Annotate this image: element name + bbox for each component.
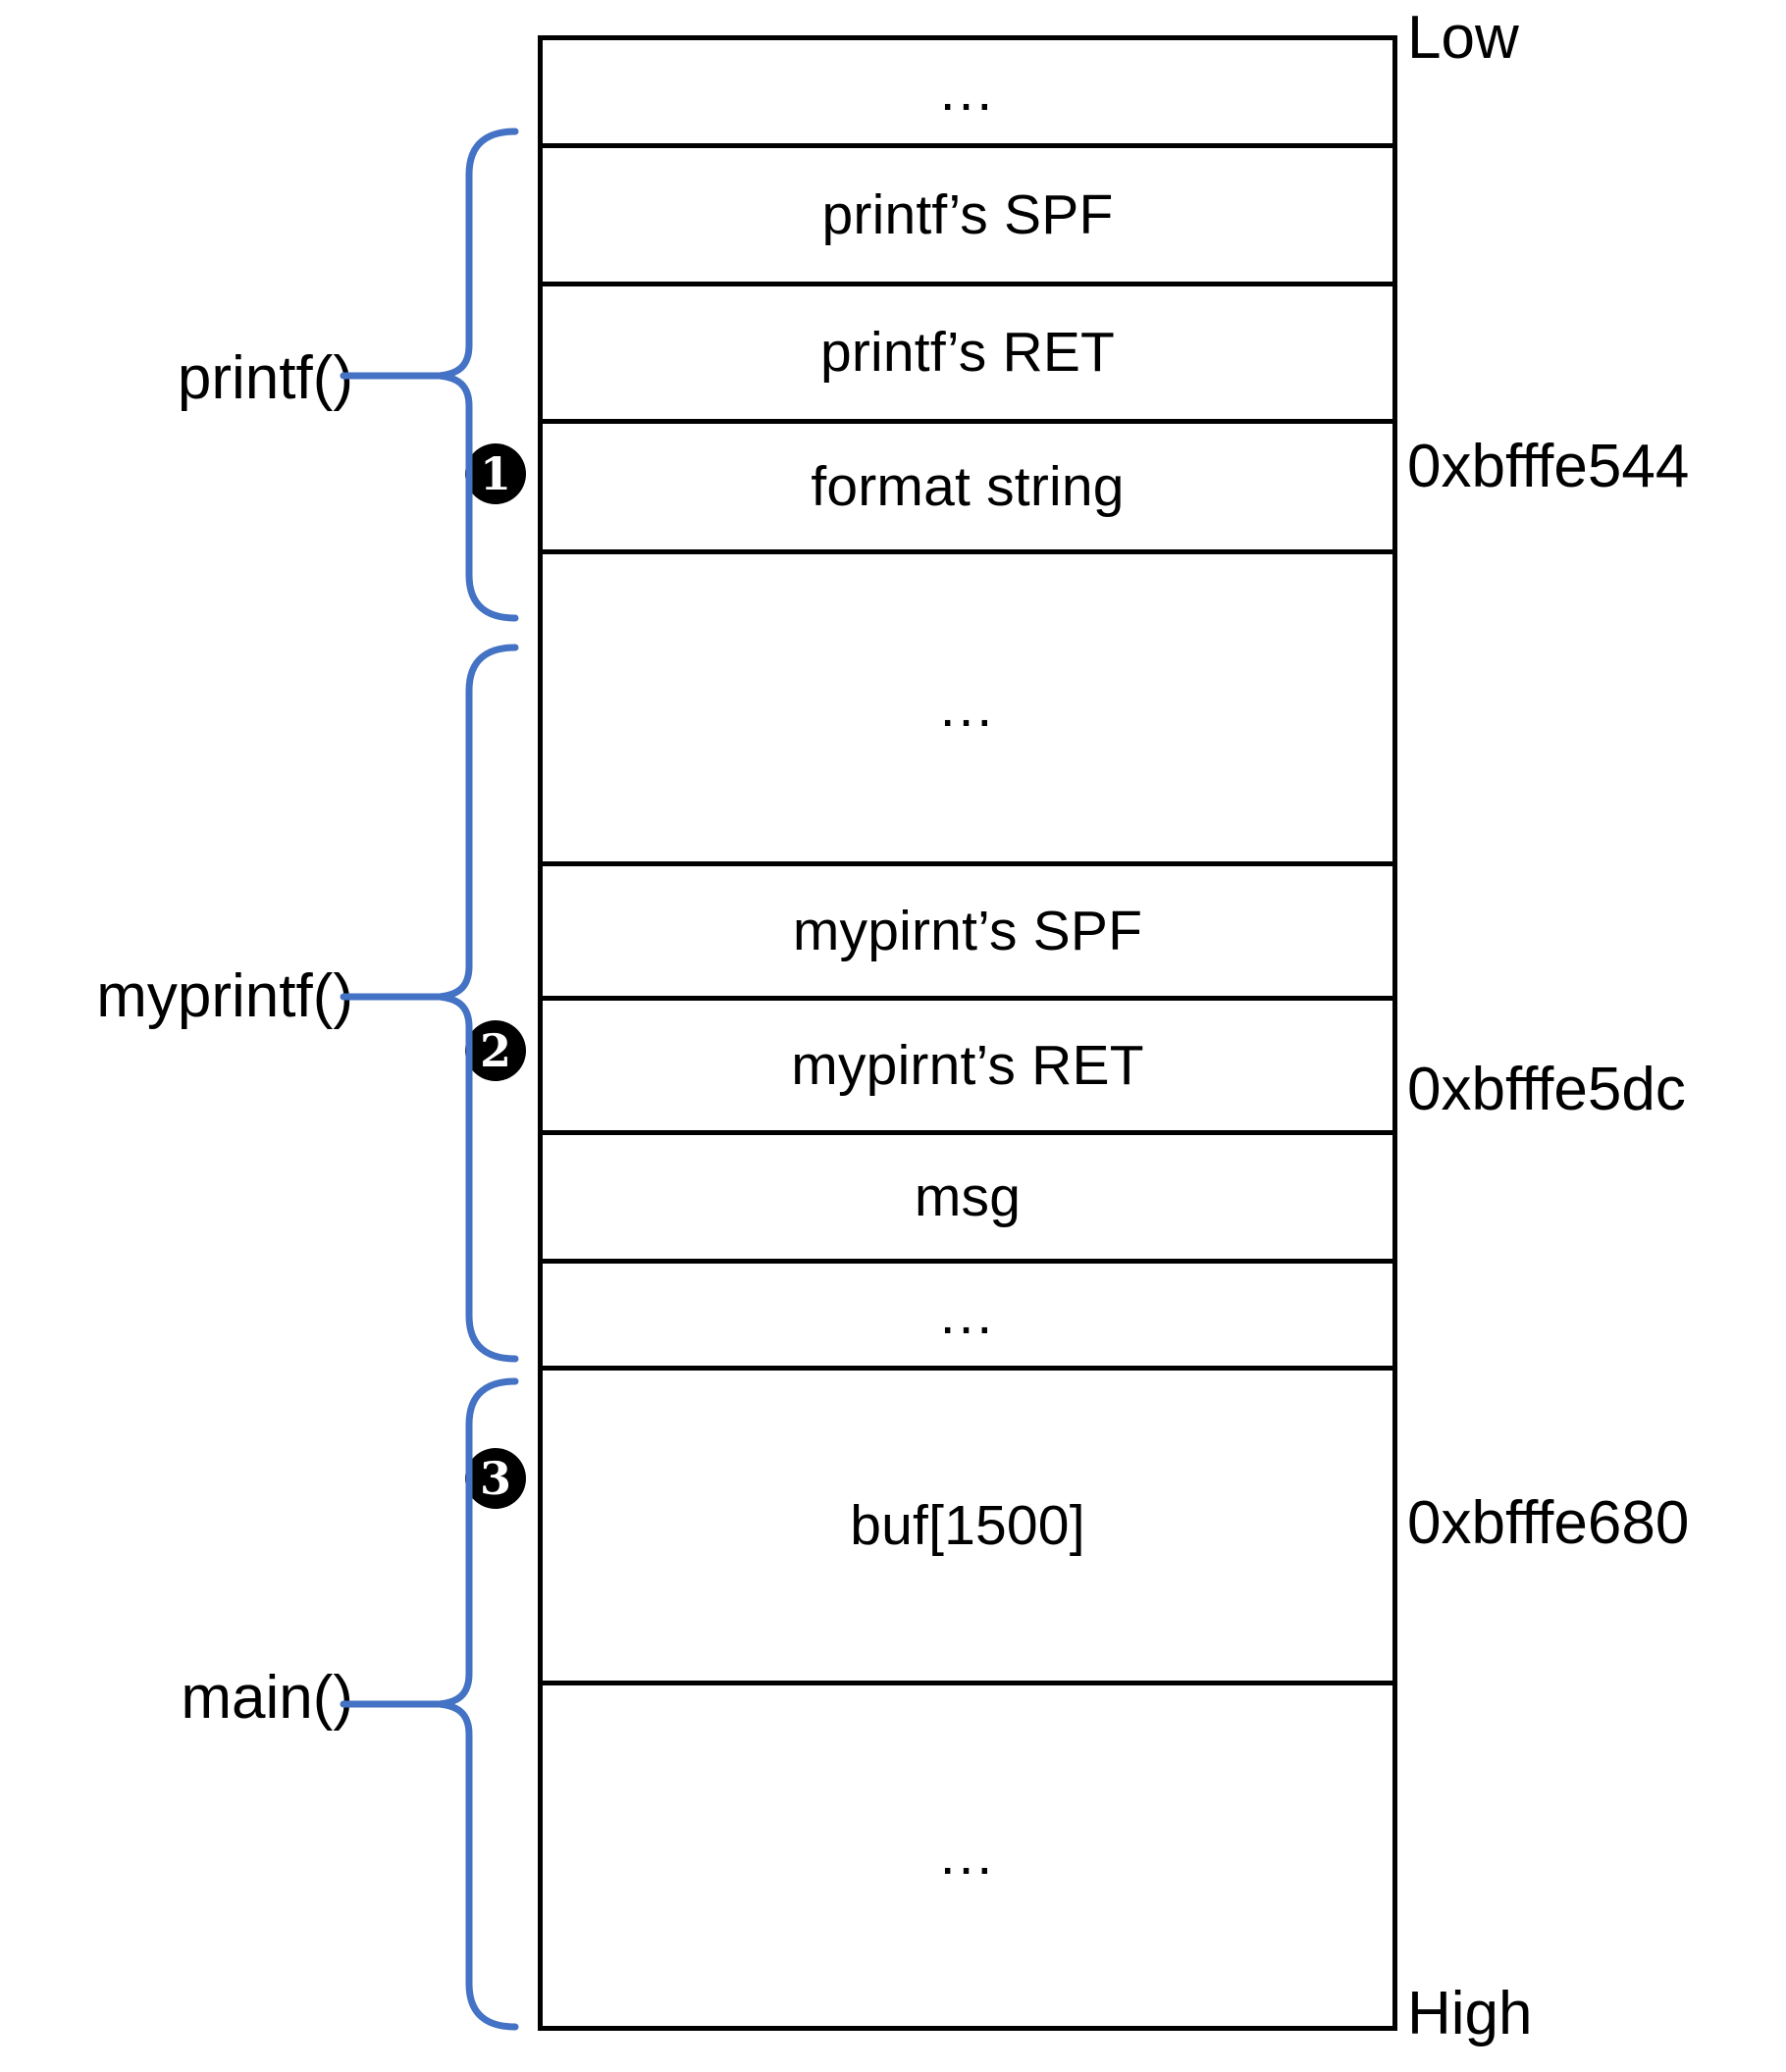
- stack-cell-format-string: format string: [543, 424, 1392, 554]
- stack-cell-msg: msg: [543, 1135, 1392, 1264]
- frame-label-main: main(): [181, 1664, 353, 1732]
- brace-printf: [436, 128, 519, 622]
- badge-number: 2: [479, 1024, 511, 1077]
- stack-cell-top-gap: ...: [543, 40, 1392, 148]
- stack-cell-label: ...: [939, 60, 996, 123]
- stack-cell-myprint-ret: mypirnt’s RET: [543, 1001, 1392, 1135]
- stack-cell-main-gap: ...: [543, 1264, 1392, 1371]
- stack-cell-printf-spf: printf’s SPF: [543, 148, 1392, 286]
- badge-number: 1: [479, 447, 511, 500]
- brace-myprintf: [436, 644, 519, 1363]
- badge-marker-2: 2: [465, 1020, 526, 1081]
- address-label-low: Low: [1407, 4, 1519, 72]
- badge-marker-3: 3: [465, 1448, 526, 1509]
- stack-cell-bottom-gap: ...: [543, 1685, 1392, 2026]
- stack-memory-box: ... printf’s SPF printf’s RET format str…: [538, 35, 1397, 2031]
- address-label-3: 0xbfffe680: [1407, 1489, 1690, 1557]
- address-label-1: 0xbfffe544: [1407, 433, 1690, 500]
- frame-label-printf: printf(): [177, 344, 353, 412]
- stack-cell-label: msg: [914, 1165, 1022, 1228]
- address-label-high: High: [1407, 1980, 1533, 2047]
- stack-cell-label: printf’s SPF: [821, 182, 1114, 246]
- badge-number: 3: [479, 1452, 511, 1505]
- frame-label-myprintf: myprintf(): [96, 962, 353, 1030]
- stack-cell-myprint-spf: mypirnt’s SPF: [543, 866, 1392, 1001]
- stack-cell-label: mypirnt’s SPF: [792, 899, 1143, 962]
- stack-cell-buf: buf[1500]: [543, 1371, 1392, 1685]
- stack-cell-label: ...: [939, 1282, 996, 1346]
- stack-cell-label: mypirnt’s RET: [791, 1033, 1144, 1097]
- stack-cell-printf-ret: printf’s RET: [543, 286, 1392, 424]
- stack-cell-label: ...: [939, 1824, 996, 1887]
- stack-cell-label: ...: [939, 676, 996, 739]
- stack-cell-label: format string: [811, 454, 1125, 518]
- address-label-2: 0xbfffe5dc: [1407, 1056, 1686, 1123]
- stack-cell-myprintf-gap: ...: [543, 554, 1392, 866]
- stack-cell-label: buf[1500]: [850, 1493, 1085, 1557]
- badge-marker-1: 1: [465, 443, 526, 504]
- stack-cell-label: printf’s RET: [819, 321, 1116, 384]
